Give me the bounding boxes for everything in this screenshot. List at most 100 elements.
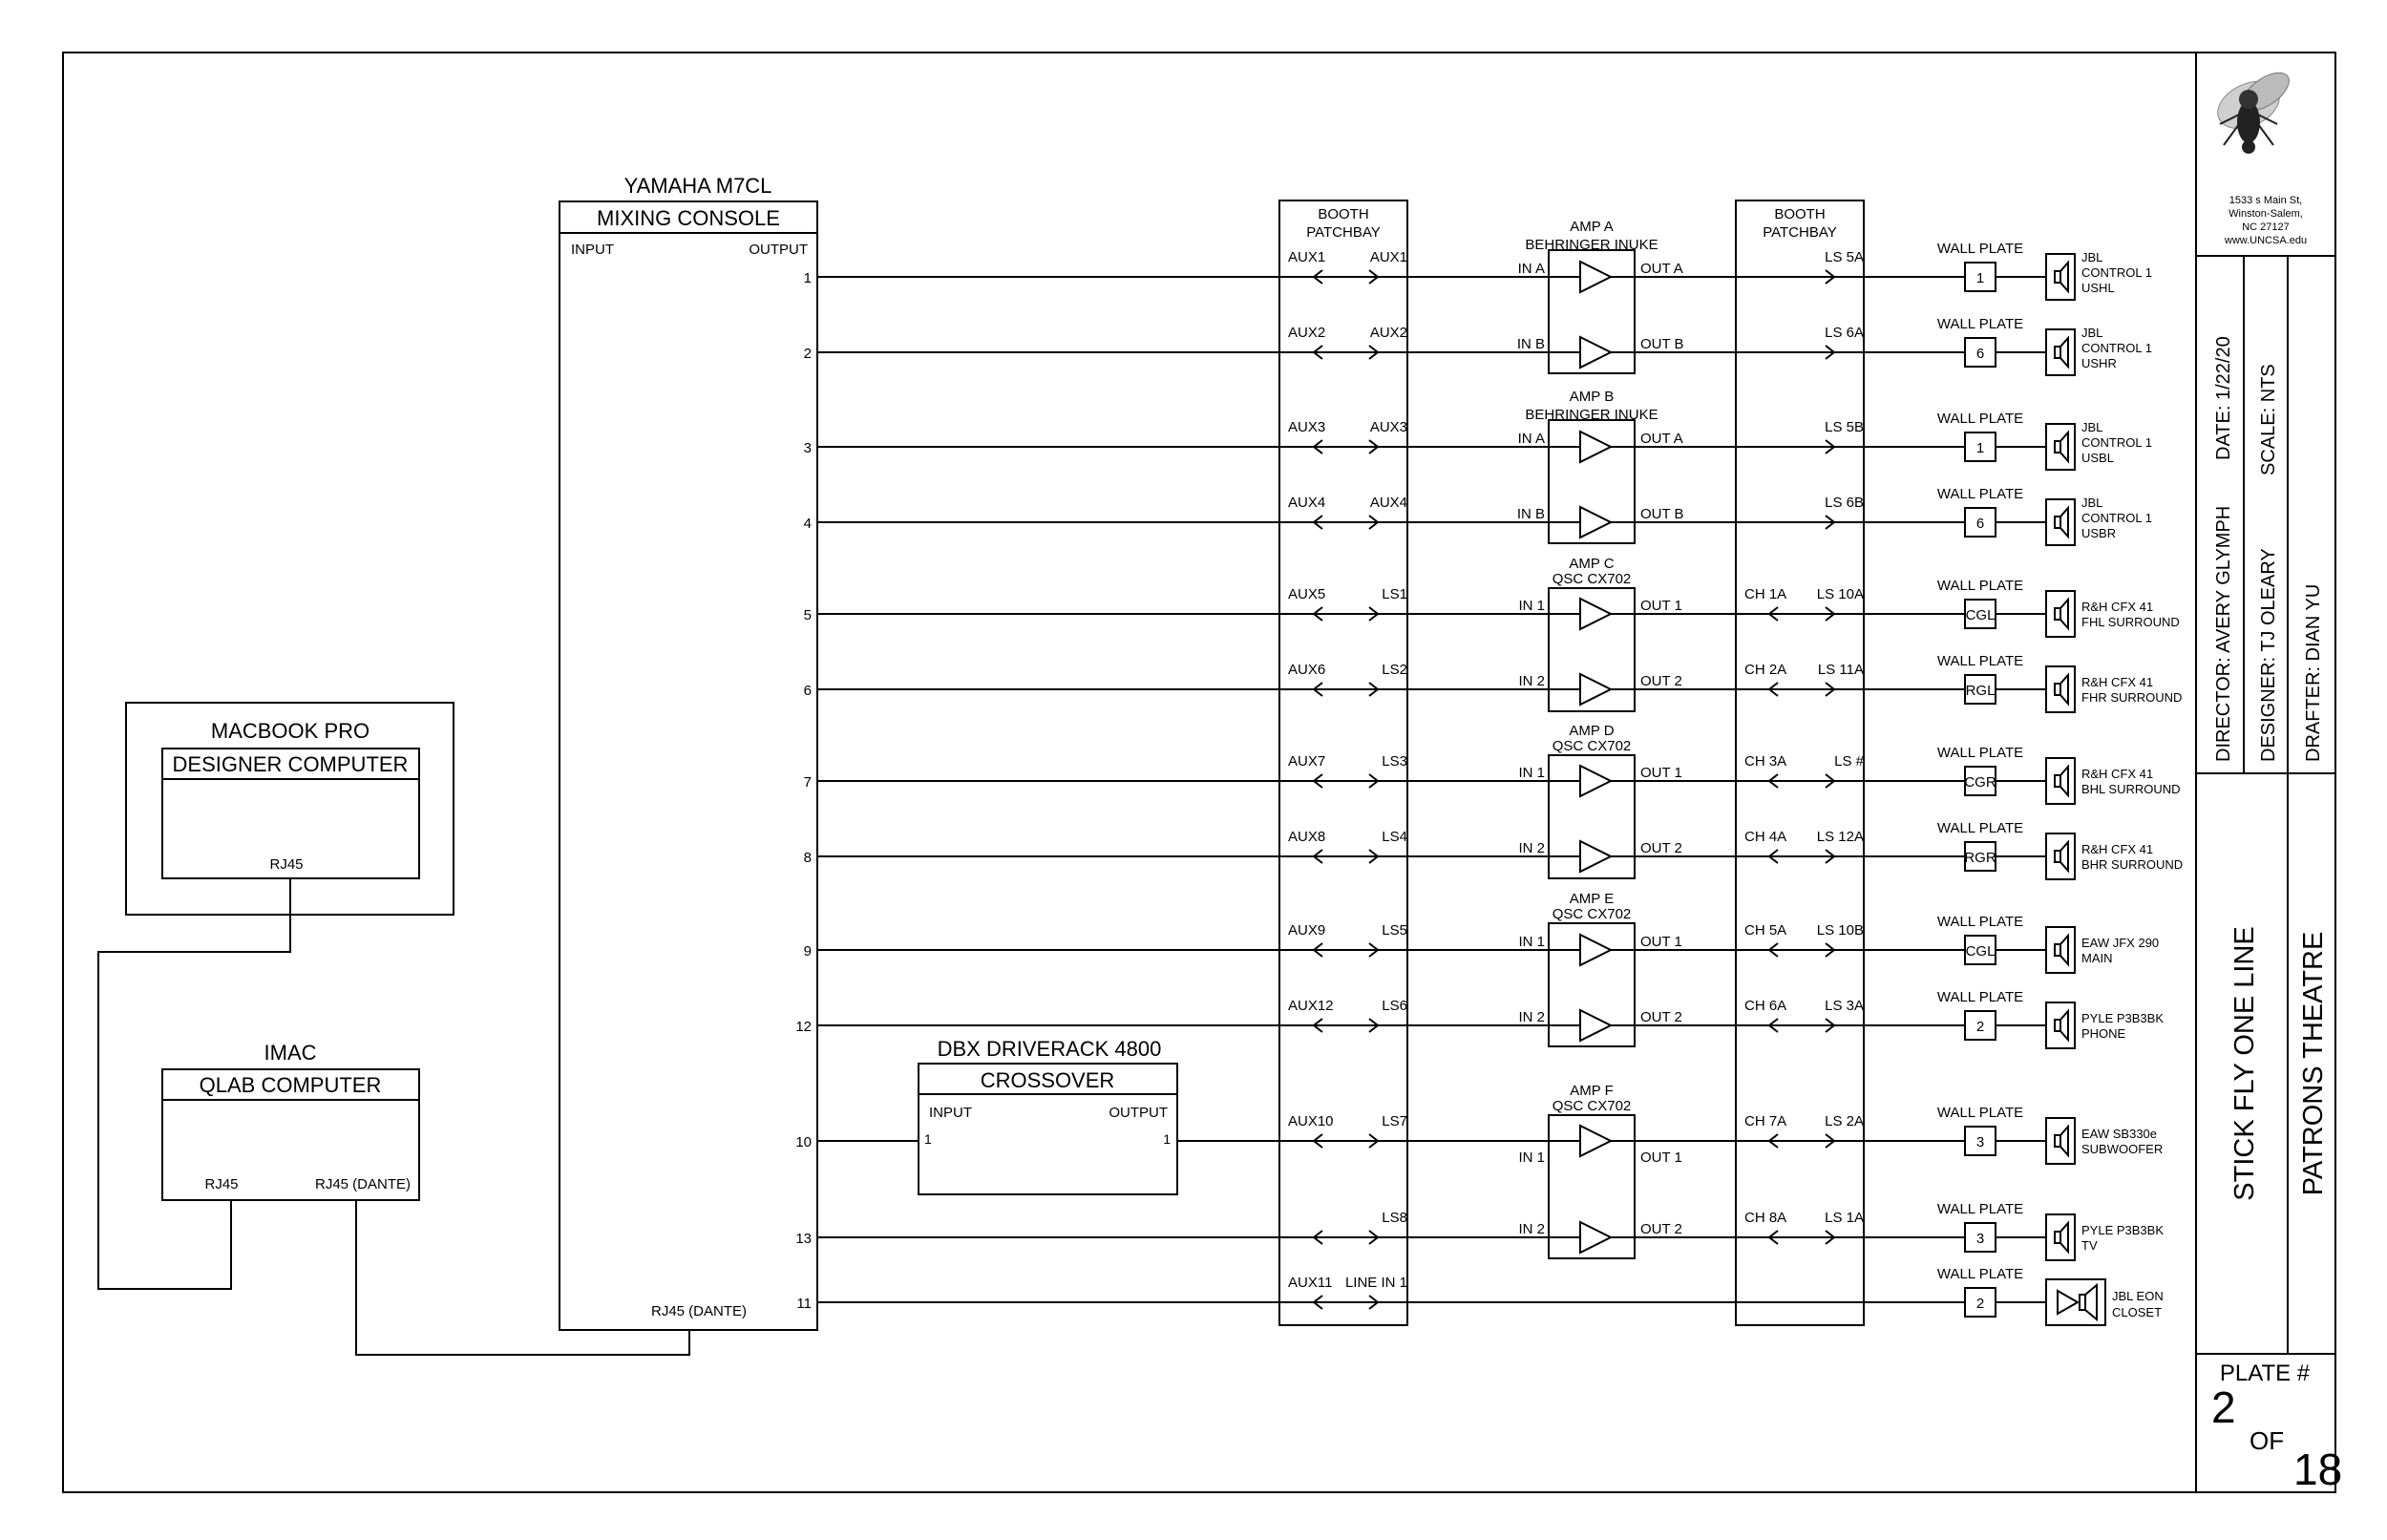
wall-plate-number: CGL bbox=[1966, 607, 1996, 623]
wall-plate-number: 3 bbox=[1976, 1134, 1984, 1150]
amp-input-label: IN B bbox=[1517, 336, 1545, 352]
arrow-left-icon bbox=[1312, 1295, 1323, 1310]
patchbay-1-right-label: LS3 bbox=[1382, 753, 1407, 770]
speaker-label-2: CONTROL 1 bbox=[2081, 265, 2152, 280]
wall-plate-label: WALL PLATE bbox=[1937, 653, 2023, 669]
arrow-right-icon bbox=[1368, 345, 1380, 360]
wall-plate-number: CGL bbox=[1966, 943, 1996, 960]
amp-output-label: OUT A bbox=[1640, 261, 1683, 277]
wall-plate-box bbox=[1964, 935, 1996, 965]
wall-plate-number: 6 bbox=[1976, 516, 1984, 532]
patchbay-1-right-label: LS4 bbox=[1382, 829, 1407, 845]
arrow-right-icon bbox=[1825, 942, 1836, 958]
patchbay-2-right-label: LS # bbox=[1834, 753, 1865, 770]
amp-model: QSC CX702 bbox=[1553, 738, 1632, 754]
patchbay-2-label-line2: PATCHBAY bbox=[1763, 224, 1837, 241]
patchbay-1-right-label: LS1 bbox=[1382, 586, 1407, 602]
speaker-label-3: USHR bbox=[2081, 356, 2117, 370]
speaker-cone-icon bbox=[2060, 933, 2069, 967]
macbook-port: RJ45 bbox=[269, 856, 303, 873]
address-line-2: Winston-Salem, bbox=[2229, 208, 2303, 220]
arrow-left-icon bbox=[1312, 1018, 1323, 1033]
speaker-label-1: JBL bbox=[2081, 420, 2102, 434]
arrow-right-icon bbox=[1825, 1133, 1836, 1149]
wall-plate-number: 6 bbox=[1976, 346, 1984, 362]
speaker-label-1: PYLE P3B3BK bbox=[2081, 1223, 2164, 1237]
console-output-number: 7 bbox=[804, 774, 812, 791]
arrow-left-icon bbox=[1312, 269, 1323, 285]
speaker-label-2: CONTROL 1 bbox=[2081, 341, 2152, 355]
patchbay-2-right-label: LS 12A bbox=[1817, 829, 1864, 845]
title-block: 1533 s Main St, Winston-Salem, NC 27127 … bbox=[2196, 72, 2342, 1494]
network-wiring bbox=[97, 878, 690, 1356]
speaker-label-1: EAW JFX 290 bbox=[2081, 936, 2159, 950]
arrow-left-icon bbox=[1767, 606, 1779, 622]
wall-plate-box bbox=[1964, 1010, 1996, 1041]
arrow-left-icon bbox=[1312, 606, 1323, 622]
arrow-left-icon bbox=[1312, 682, 1323, 697]
speaker-label-2: SUBWOOFER bbox=[2081, 1142, 2163, 1156]
console-output-number: 12 bbox=[795, 1019, 812, 1035]
patchbay-1-left-label: AUX11 bbox=[1288, 1275, 1332, 1291]
patchbay-1-right-label: AUX1 bbox=[1370, 249, 1407, 265]
plate-total: 18 bbox=[2293, 1445, 2342, 1494]
patchbay-2-left-label: CH 4A bbox=[1744, 829, 1786, 845]
arrow-right-icon bbox=[1825, 606, 1836, 622]
wall-plate-label: WALL PLATE bbox=[1937, 745, 2023, 761]
imac-port: RJ45 bbox=[204, 1176, 238, 1192]
amp-model: QSC CX702 bbox=[1553, 1098, 1632, 1114]
speaker-label-1: EAW SB330e bbox=[2081, 1127, 2157, 1141]
amp-output-label: OUT 2 bbox=[1640, 840, 1682, 856]
wall-plate-label: WALL PLATE bbox=[1937, 989, 2023, 1005]
speaker-cone-icon bbox=[2060, 839, 2069, 874]
amp-input-label: IN 2 bbox=[1518, 1221, 1545, 1237]
mixing-console: YAMAHA M7CL MIXING CONSOLE INPUT OUTPUT … bbox=[559, 174, 818, 1331]
designer-label: DESIGNER: TJ OLEARY bbox=[2258, 548, 2279, 762]
console-output-number: 9 bbox=[804, 943, 812, 960]
speaker-label-2: CONTROL 1 bbox=[2081, 435, 2152, 450]
dbx-driverack: DBX DRIVERACK 4800 CROSSOVER INPUT OUTPU… bbox=[918, 1037, 1178, 1195]
speaker-label-2: CLOSET bbox=[2112, 1305, 2162, 1319]
arrow-right-icon bbox=[1368, 439, 1380, 454]
plate-label: PLATE # bbox=[2220, 1361, 2311, 1386]
wall-plate-box bbox=[1964, 766, 1996, 796]
of-label: OF bbox=[2250, 1426, 2284, 1455]
console-output-number: 11 bbox=[796, 1296, 812, 1312]
speaker-label-1: JBL bbox=[2081, 496, 2102, 510]
patchbay-2-left-label: CH 8A bbox=[1744, 1210, 1786, 1226]
arrow-right-icon bbox=[1825, 269, 1836, 285]
patchbay-1-right-label: LS8 bbox=[1382, 1210, 1407, 1226]
arrow-right-icon bbox=[1825, 439, 1836, 454]
arrow-left-icon bbox=[1312, 439, 1323, 454]
patchbay-2-right-label: LS 6B bbox=[1825, 495, 1864, 511]
amp-input-label: IN 1 bbox=[1518, 598, 1545, 614]
speaker-label-1: JBL bbox=[2081, 250, 2102, 264]
patchbay-2-right-label: LS 10A bbox=[1817, 586, 1864, 602]
amp-output-label: OUT A bbox=[1640, 431, 1683, 447]
speaker-box bbox=[2045, 423, 2076, 471]
imac: IMAC QLAB COMPUTER RJ45 RJ45 (DANTE) bbox=[161, 1041, 420, 1201]
driverack-out-num: 1 bbox=[1163, 1131, 1171, 1147]
wall-plate-number: RGL bbox=[1966, 683, 1996, 699]
arrow-right-icon bbox=[1368, 515, 1380, 530]
arrow-right-icon bbox=[1825, 773, 1836, 789]
amp-input-label: IN B bbox=[1517, 506, 1545, 522]
wall-plate-number: 3 bbox=[1976, 1231, 1984, 1247]
amp-name: AMP D bbox=[1569, 723, 1614, 739]
wall-plate-label: WALL PLATE bbox=[1937, 1266, 2023, 1282]
imac-dante-port: RJ45 (DANTE) bbox=[315, 1176, 411, 1192]
patchbay-1-right-label: LINE IN 1 bbox=[1345, 1275, 1407, 1291]
wall-plate-label: WALL PLATE bbox=[1937, 486, 2023, 502]
amp-name: AMP E bbox=[1570, 891, 1614, 907]
wall-plate-number: 2 bbox=[1976, 1019, 1984, 1035]
speaker-cone-icon bbox=[2084, 1282, 2098, 1322]
patchbay-1-left-label: AUX7 bbox=[1288, 753, 1325, 770]
arrow-right-icon bbox=[1825, 849, 1836, 864]
speaker-label-1: JBL EON bbox=[2112, 1289, 2164, 1303]
amp-input-label: IN 2 bbox=[1518, 673, 1545, 689]
drafter-label: DRAFTER: DIAN YU bbox=[2303, 584, 2324, 762]
macbook-model: MACBOOK PRO bbox=[211, 719, 370, 743]
